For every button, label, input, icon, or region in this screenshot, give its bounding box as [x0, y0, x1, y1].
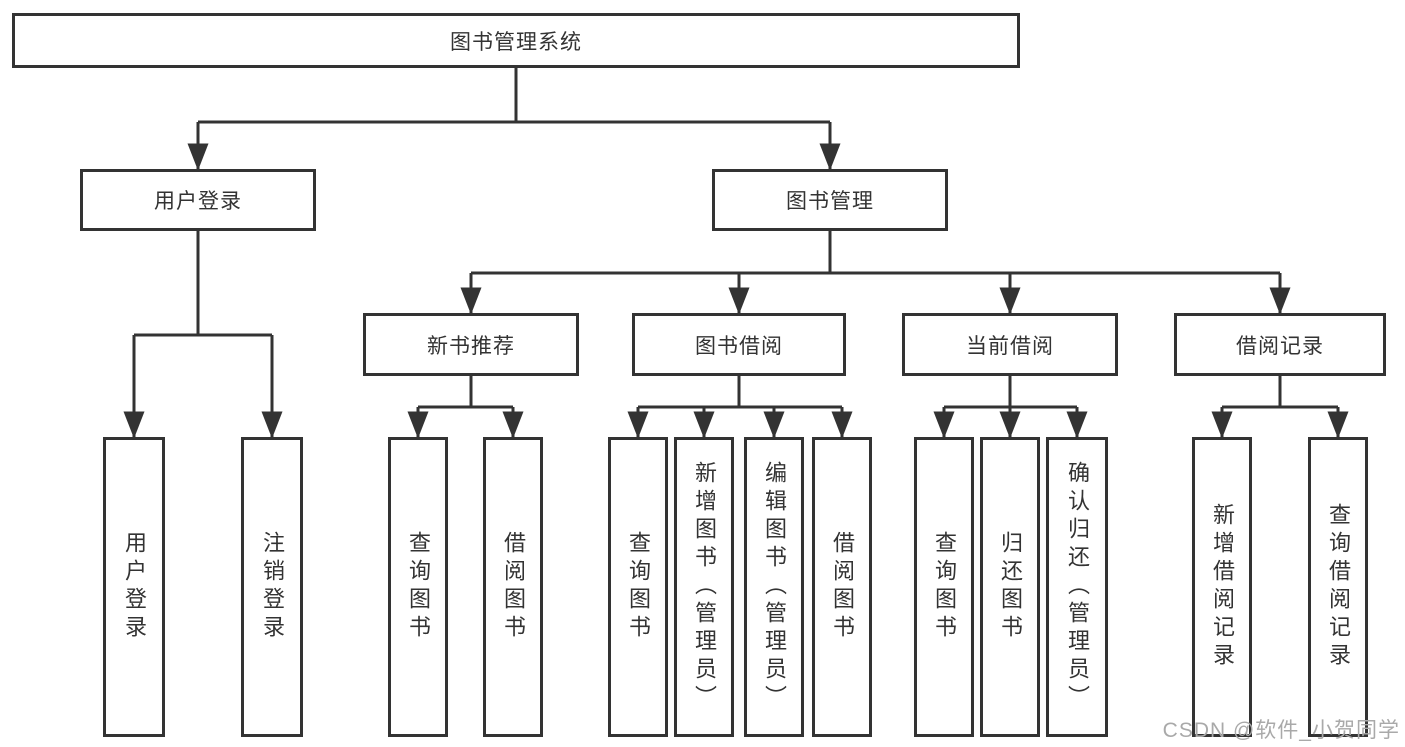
leaf-nb-query-books: 查询图书	[388, 437, 448, 737]
leaf-logout: 注销登录	[241, 437, 303, 737]
leaf-cb-query-books: 查询图书	[914, 437, 974, 737]
node-book-borrow: 图书借阅	[632, 313, 846, 376]
leaf-bb-borrow-books: 借阅图书	[812, 437, 872, 737]
csdn-watermark: CSDN @软件_小贺同学	[1162, 719, 1400, 742]
node-user-login: 用户登录	[80, 169, 316, 231]
node-book-management: 图书管理	[712, 169, 948, 231]
leaf-br-query-record: 查询借阅记录	[1308, 437, 1368, 737]
leaf-br-add-record: 新增借阅记录	[1192, 437, 1252, 737]
node-borrow-records: 借阅记录	[1174, 313, 1386, 376]
node-current-borrow: 当前借阅	[902, 313, 1118, 376]
leaf-cb-confirm-return-admin: 确认归还（管理员）	[1046, 437, 1108, 737]
leaf-bb-edit-books-admin: 编辑图书（管理员）	[744, 437, 804, 737]
node-new-book-recommend: 新书推荐	[363, 313, 579, 376]
leaf-bb-query-books: 查询图书	[608, 437, 668, 737]
leaf-nb-borrow-books: 借阅图书	[483, 437, 543, 737]
node-root-system: 图书管理系统	[12, 13, 1020, 68]
leaf-bb-add-books-admin: 新增图书（管理员）	[674, 437, 734, 737]
leaf-cb-return-books: 归还图书	[980, 437, 1040, 737]
leaf-user-login: 用户登录	[103, 437, 165, 737]
